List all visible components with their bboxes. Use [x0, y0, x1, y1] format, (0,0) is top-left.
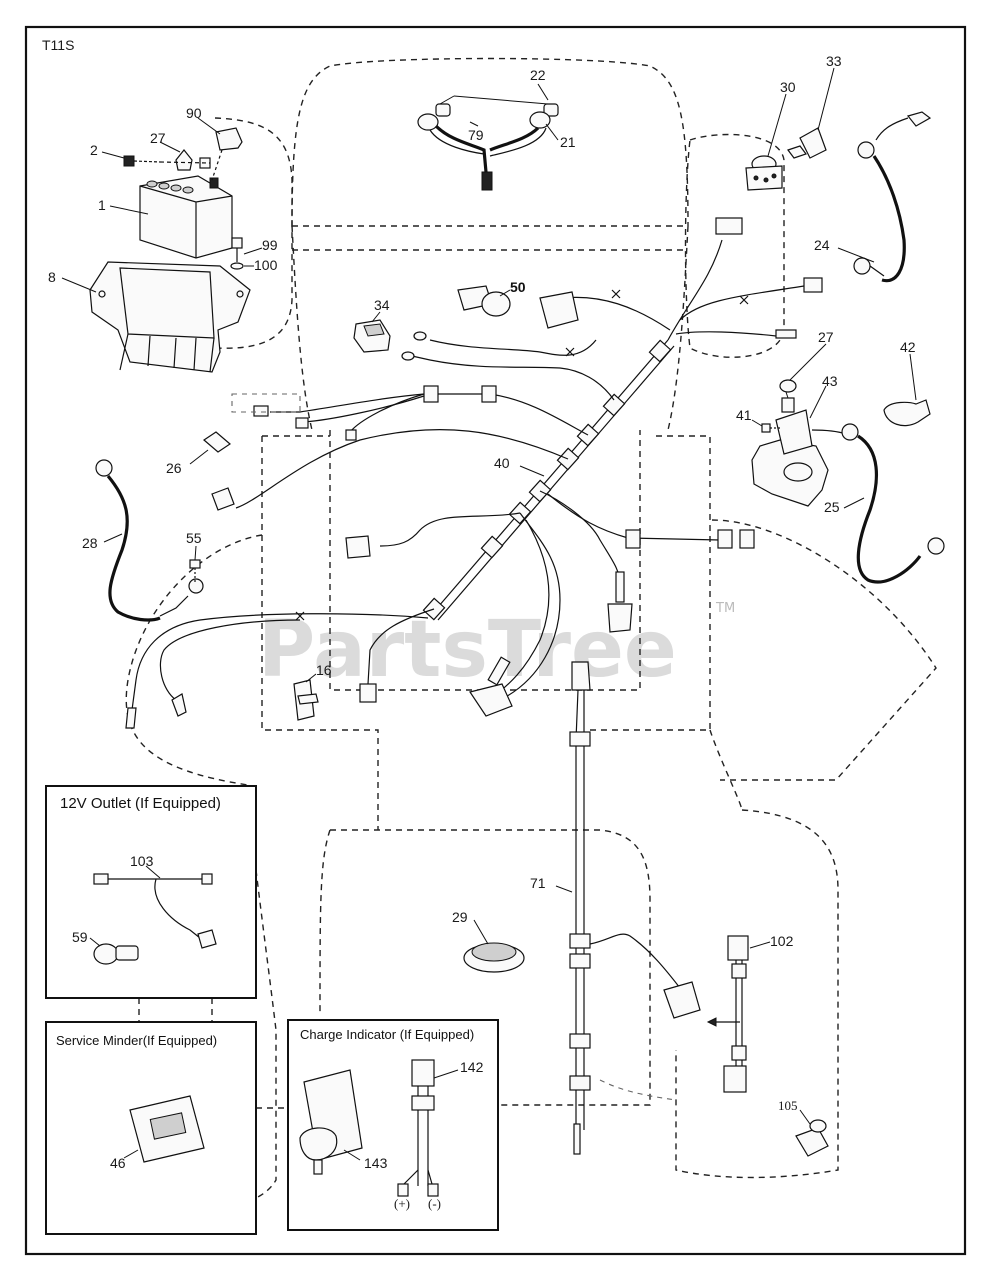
bolt-icon	[123, 155, 161, 167]
ignition-switch: 30	[745, 79, 796, 191]
callout-143: 143	[364, 1155, 388, 1171]
callout-46: 46	[110, 1155, 126, 1171]
battery-terminal-icon	[159, 149, 211, 171]
outlet-box: 12V Outlet (If Equipped) 103 59	[45, 785, 257, 999]
fuse-26: 26	[166, 431, 231, 476]
callout-33: 33	[826, 53, 842, 69]
callout-59: 59	[72, 929, 88, 945]
callout-71: 71	[530, 875, 546, 891]
callout-55: 55	[186, 530, 202, 546]
callout-27: 27	[150, 130, 166, 146]
minus-terminal-label: (-)	[428, 1196, 441, 1211]
callout-100: 100	[254, 257, 278, 273]
callout-79: 79	[468, 127, 484, 143]
callout-41: 41	[736, 407, 752, 423]
diagram-frame	[24, 25, 967, 1256]
charge-indicator-box: Charge Indicator (If Equipped) 143 142 (…	[287, 1019, 499, 1231]
callout-8: 8	[48, 269, 56, 285]
callout-26: 26	[166, 460, 182, 476]
minder-title: Service Minder(If Equipped)	[56, 1033, 217, 1048]
callout-16: 16	[316, 662, 332, 678]
battery-group: 1 2 8 27 90 99 100	[48, 105, 278, 373]
callout-29: 29	[452, 909, 468, 925]
charge-title: Charge Indicator (If Equipped)	[300, 1027, 474, 1042]
callout-24: 24	[814, 237, 830, 253]
headlight-harness: 22 79 21	[417, 67, 576, 191]
service-minder-box: Service Minder(If Equipped) 46	[45, 1021, 257, 1235]
callout-43: 43	[822, 373, 838, 389]
battery-icon	[139, 175, 233, 259]
callout-1: 1	[98, 197, 106, 213]
ground-cable-28: 28	[82, 459, 204, 622]
switch-16: 16	[293, 662, 332, 721]
tractor-outline	[125, 57, 937, 1199]
callout-40: 40	[494, 455, 510, 471]
callout-42: 42	[900, 339, 916, 355]
plus-terminal-label: (+)	[394, 1196, 410, 1211]
callout-102: 102	[770, 933, 794, 949]
callout-99: 99	[262, 237, 278, 253]
tray-bolt-icon	[230, 237, 244, 270]
callout-28: 28	[82, 535, 98, 551]
switch-34: 34	[353, 297, 391, 353]
battery-cable-24: 24	[814, 111, 932, 283]
callout-90: 90	[186, 105, 202, 121]
watermark: PartsTree	[258, 605, 677, 695]
callout-25: 25	[824, 499, 840, 515]
callout-30: 30	[780, 79, 796, 95]
terminal-cover-icon	[211, 127, 243, 181]
screw-55: 55	[186, 530, 202, 582]
callout-142: 142	[460, 1059, 484, 1075]
callout-103: 103	[130, 853, 154, 869]
sensor-105: 105	[778, 1098, 829, 1157]
rear-harness-71: 71	[530, 661, 701, 1155]
callout-34: 34	[374, 297, 390, 313]
ignition-key-icon: 33	[787, 53, 842, 159]
watermark-tm: TM	[715, 601, 735, 616]
battery-cable-25: 25	[824, 423, 945, 584]
main-harness-40: 40	[125, 217, 823, 729]
callout-105: 105	[778, 1098, 798, 1113]
callout-2: 2	[90, 142, 98, 158]
diagram-code: T11S	[42, 37, 74, 53]
battery-tray-icon	[89, 261, 251, 373]
callout-22: 22	[530, 67, 546, 83]
outlet-title: 12V Outlet (If Equipped)	[60, 795, 221, 812]
callout-27b: 27	[818, 329, 834, 345]
solenoid-group: 27 43 41 42	[736, 329, 931, 507]
harness-102: 102	[706, 933, 794, 1093]
callout-21: 21	[560, 134, 576, 150]
grommet-29: 29	[452, 909, 525, 973]
pto-switch-50: 50	[457, 279, 526, 317]
callout-50: 50	[510, 279, 526, 295]
